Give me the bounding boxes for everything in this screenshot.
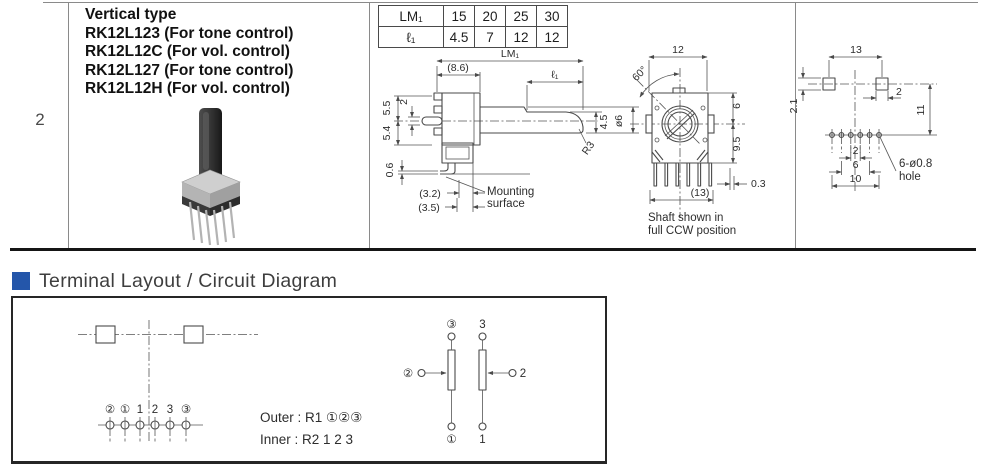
section-bullet-icon — [12, 272, 30, 290]
photo-pins — [188, 201, 236, 246]
row-index: 2 — [35, 110, 45, 129]
dim-label-depth: (8.6) — [447, 62, 469, 74]
circuit-label: 1 — [479, 434, 485, 446]
dim-label-height: 11 — [915, 104, 927, 115]
side-view-drawing: LM₁ (8.6) ℓ₁ 5.5 5.4 2 0.6 — [381, 48, 639, 214]
table-cell: 30 — [536, 5, 568, 27]
pin-label: ③ — [181, 404, 191, 416]
diagram-box — [11, 296, 607, 464]
pin-label: 2 — [152, 404, 158, 416]
pin-label: ① — [120, 404, 130, 416]
dim-label-foot: 0.6 — [384, 163, 396, 178]
circuit-label: ② — [403, 368, 413, 380]
dim-label-angle: 60° — [630, 64, 650, 84]
table-cell: 20 — [474, 5, 506, 27]
table-cell: 12 — [505, 26, 537, 48]
pin-label: 3 — [167, 404, 173, 416]
mount-lug — [183, 325, 204, 344]
table-cell: 7 — [474, 26, 506, 48]
dim-label-square-width: 2 — [896, 86, 902, 98]
technical-drawings: LM₁ (8.6) ℓ₁ 5.5 5.4 2 0.6 — [381, 44, 937, 237]
model-line: RK12L123 (For tone control) — [85, 24, 294, 42]
model-line: RK12L12C (For vol. control) — [85, 43, 290, 60]
terminal-layout-diagram: ② ① 1 2 3 ③ — [78, 320, 258, 443]
table-cell: LM₁ — [378, 5, 444, 27]
circuit-resistor-inner: 3 2 1 — [478, 319, 526, 446]
front-view-caption: Shaft shown in — [648, 212, 723, 224]
model-line: RK12L127 (For tone control) — [85, 61, 294, 79]
circuit-diagram: ③ ② ① 3 2 1 — [403, 319, 526, 446]
table-column-divider-1 — [68, 2, 69, 249]
table-column-divider-3 — [795, 2, 796, 249]
dim-label-shaft-dia: ø6 — [613, 115, 625, 127]
table-top-border — [43, 2, 978, 3]
dim-label-pitch: 13 — [850, 44, 862, 56]
mount-lug — [95, 325, 116, 344]
table-column-divider-2 — [369, 2, 370, 249]
dim-label-hole-pitch-6: 6 — [853, 159, 859, 171]
terminal-pins — [653, 162, 713, 187]
dim-label-width: 12 — [672, 44, 684, 56]
dim-label-flat: 4.5 — [598, 115, 610, 130]
dim-label-l1: ℓ₁ — [552, 69, 559, 81]
dim-label-tip-radius: R3 — [580, 139, 598, 157]
circuit-resistor-outer: ③ ② ① — [403, 319, 457, 446]
table-cell: 4.5 — [443, 26, 475, 48]
pcb-hole-layout-drawing: 13 2.1 2 11 — [788, 44, 937, 192]
dim-label-pitch-b: (3.5) — [418, 202, 440, 214]
dim-label-stud: 2 — [398, 99, 410, 105]
product-type-title: Vertical type — [85, 6, 177, 23]
adjust-stud — [421, 116, 443, 126]
table-cell: 12 — [536, 26, 568, 48]
legend-inner: Inner : R2 1 2 3 — [260, 432, 354, 447]
photo-body — [181, 169, 241, 216]
mounting-surface-label: surface — [487, 198, 525, 210]
dim-label-lower: 9.5 — [731, 137, 743, 152]
table-cell: 15 — [443, 5, 475, 27]
dim-label-hole-pitch-10: 10 — [850, 173, 862, 185]
product-photo — [181, 108, 241, 246]
mount-hole-square — [822, 77, 836, 91]
dim-label-upper: 6 — [731, 103, 743, 109]
terminal-circuit-diagrams: ② ① 1 2 3 ③ ③ ② ① — [78, 319, 526, 446]
pin-label: ② — [105, 404, 115, 416]
dim-label-lower-height: 5.4 — [381, 126, 393, 141]
hole-note: 6-ø0.8 — [899, 158, 932, 170]
circuit-label: ① — [446, 434, 456, 446]
dim-label-pin-offset: 0.3 — [751, 178, 766, 190]
hole-note: hole — [899, 171, 921, 183]
model-line: RK12L12H (For vol. control) — [85, 80, 290, 97]
circuit-label: ③ — [446, 319, 456, 331]
terminal-legend: Outer : R1 ①②③ Inner : R2 1 2 3 — [260, 407, 362, 451]
pin-label: 1 — [137, 404, 143, 416]
dim-label-upper-height: 5.5 — [381, 101, 393, 116]
shaft — [480, 106, 584, 134]
dim-label-square-height: 2.1 — [788, 99, 800, 114]
section-divider-rule — [10, 248, 976, 251]
shaft-cross-section — [667, 111, 693, 137]
product-description: Vertical type RK12L123 (For tone control… — [85, 6, 293, 99]
terminal-holes — [829, 129, 882, 153]
front-view-caption: full CCW position — [648, 225, 736, 237]
dim-label-lm1: LM₁ — [501, 48, 520, 60]
dimension-table: LM₁ 15 20 25 30 ℓ₁ 4.5 7 12 12 — [378, 5, 568, 48]
table-cell: 25 — [505, 5, 537, 27]
table-row: LM₁ 15 20 25 30 — [378, 5, 568, 27]
mount-hole-square — [875, 77, 889, 91]
terminal-pins-row — [105, 417, 191, 443]
circuit-label: 3 — [479, 319, 485, 331]
front-view-drawing: 12 60° 6 9.5 0.3 (13) Shaft shown in ful… — [630, 44, 766, 237]
dim-label-hole-pitch-2: 2 — [853, 145, 859, 157]
dim-label-pitch-a: (3.2) — [419, 188, 441, 200]
mounting-surface-label: Mounting — [487, 186, 534, 198]
circuit-label: 2 — [520, 368, 526, 380]
section-title: Terminal Layout / Circuit Diagram — [39, 270, 338, 292]
legend-outer: Outer : R1 ①②③ — [260, 410, 363, 425]
dim-label-total-width: (13) — [691, 187, 710, 199]
table-row: ℓ₁ 4.5 7 12 12 — [378, 26, 568, 48]
